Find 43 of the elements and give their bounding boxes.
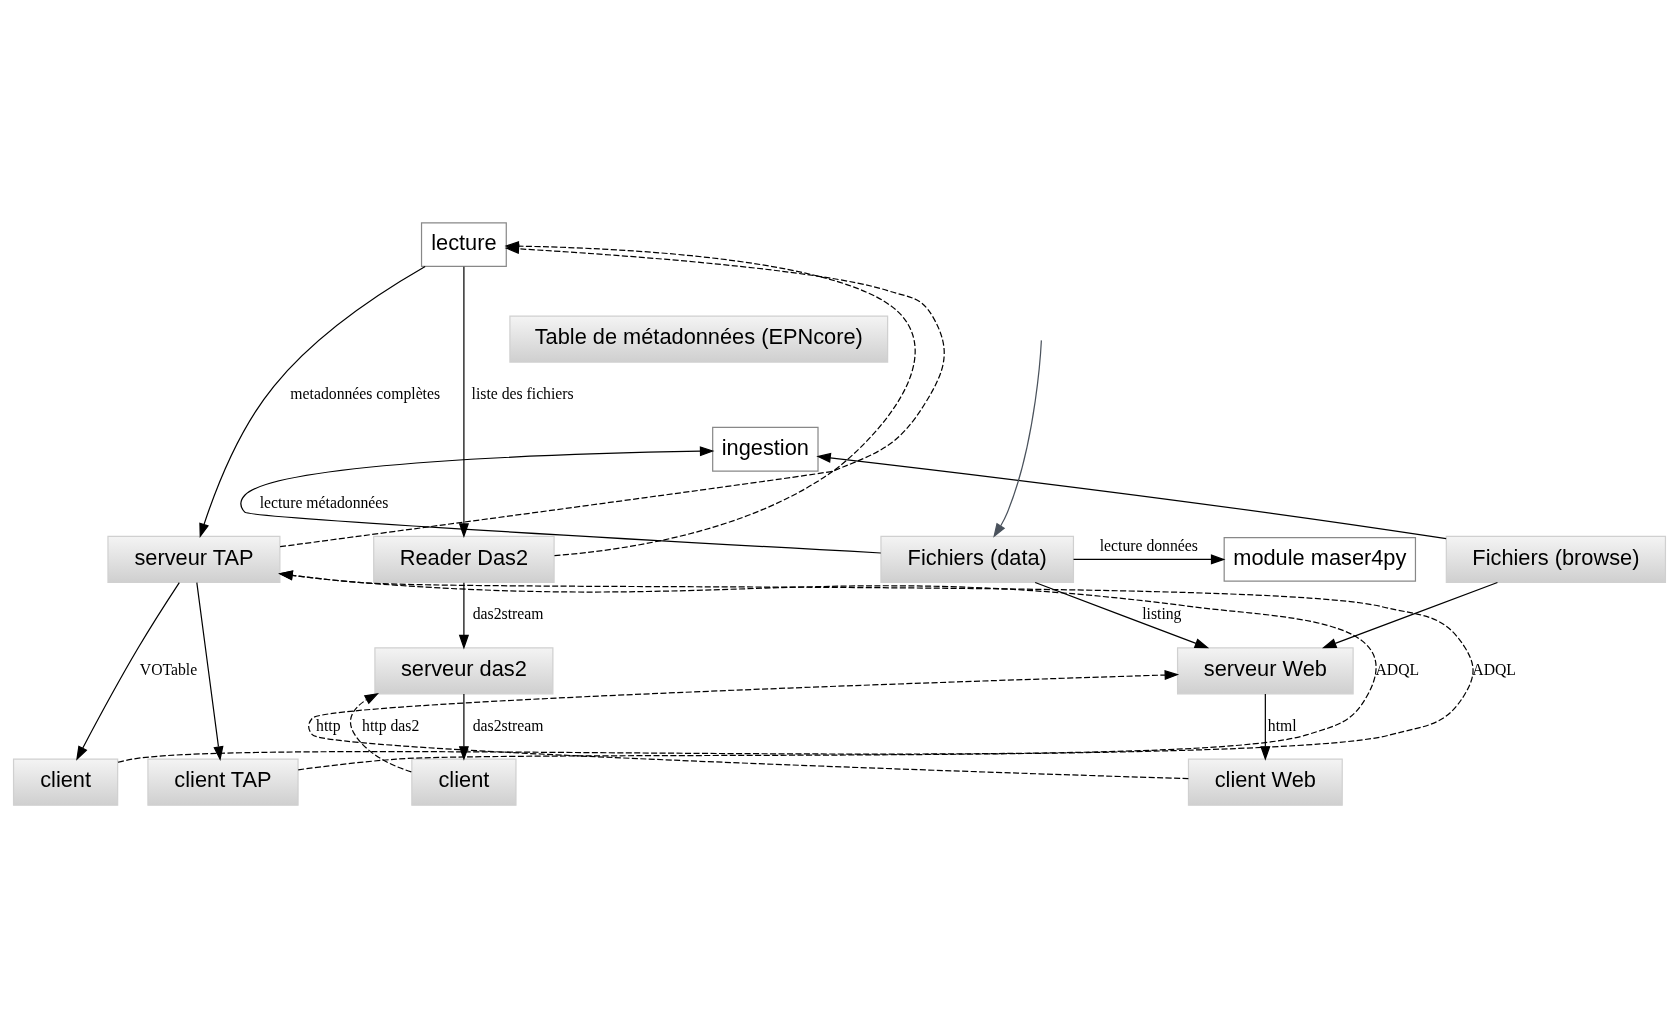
node-box: Fichiers (browse)	[1445, 535, 1667, 583]
arrow	[1034, 581, 1210, 648]
arrow	[1321, 581, 1499, 648]
arrow	[1260, 692, 1271, 761]
edge-label: das2stream	[472, 716, 544, 734]
arrow	[279, 243, 945, 547]
edge-label: ADQL	[1472, 660, 1516, 678]
arrow	[199, 265, 426, 538]
arrow	[278, 569, 1474, 770]
arrow	[816, 452, 1447, 539]
arrow	[1072, 553, 1226, 564]
node-box: client	[411, 758, 517, 806]
edge-label: http das2	[362, 716, 420, 734]
edge-label: lecture métadonnées	[259, 493, 389, 511]
edge-label: metadonnées complètes	[290, 384, 441, 402]
edge-label: liste des fichiers	[471, 384, 574, 402]
edge-label: VOTable	[139, 660, 198, 678]
node-box: client	[12, 758, 119, 806]
node-box: ingestion	[712, 426, 819, 472]
edge-label: html	[1267, 716, 1297, 734]
arrow	[76, 581, 180, 761]
node-box: client Web	[1187, 758, 1343, 806]
arrow	[993, 339, 1042, 538]
edge-label: ADQL	[1375, 660, 1420, 678]
node-box: Table de métadonnées (EPNcore)	[509, 314, 889, 363]
node-box: serveur TAP	[107, 535, 281, 583]
node-box: client TAP	[147, 758, 299, 806]
node-box: lecture	[420, 221, 507, 267]
node-box: Fichiers (data)	[880, 535, 1075, 583]
node-box: module maser4py	[1223, 536, 1417, 582]
arrow	[308, 669, 1189, 779]
arrow	[196, 581, 224, 761]
arrow	[240, 445, 882, 554]
node-box: Reader Das2	[373, 535, 555, 583]
arrow	[349, 692, 412, 772]
arrow	[458, 581, 469, 649]
node-box: serveur Web	[1176, 646, 1354, 694]
edge-label: listing	[1142, 604, 1182, 622]
edge-label: http	[316, 716, 341, 734]
arrow	[458, 265, 469, 538]
edge-label: das2stream	[472, 604, 544, 622]
edge-label: lecture données	[1099, 536, 1198, 554]
node-box: serveur das2	[374, 646, 554, 694]
